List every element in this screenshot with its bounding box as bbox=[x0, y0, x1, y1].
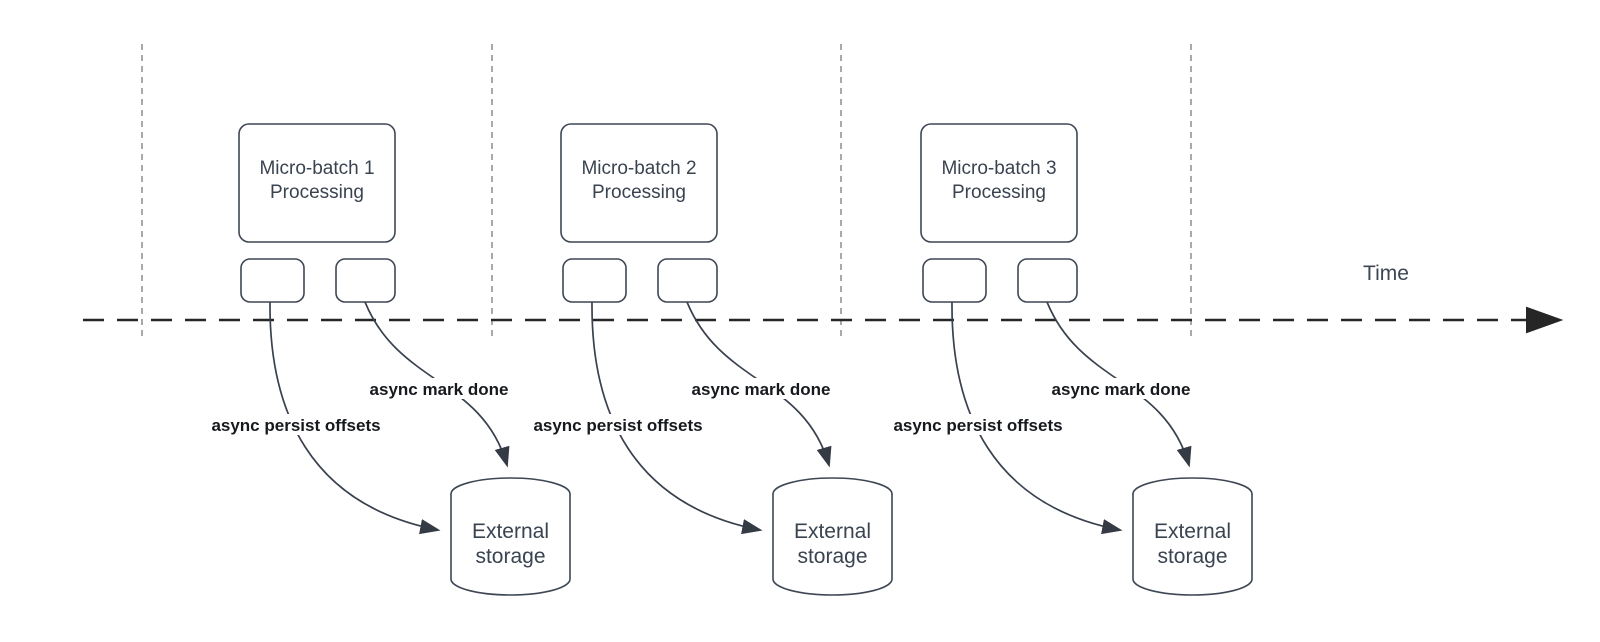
offset-task-box bbox=[562, 258, 627, 303]
mark-done-task-box bbox=[335, 258, 396, 303]
async-persist-offsets-label: async persist offsets bbox=[533, 416, 702, 435]
external-storage-label-line1: External bbox=[472, 520, 549, 543]
external-storage-label-line1: External bbox=[1154, 520, 1231, 543]
processing-box-title-line1: Micro-batch 3 bbox=[941, 158, 1056, 179]
processing-box-title-line2: Processing bbox=[270, 182, 364, 203]
external-storage-label-line1: External bbox=[794, 520, 871, 543]
mark-done-task-box bbox=[657, 258, 718, 303]
async-mark-done-label: async mark done bbox=[370, 380, 509, 399]
micro-batch-group-3: Micro-batch 3 Processing External storag… bbox=[883, 123, 1253, 596]
offset-task-box bbox=[240, 258, 305, 303]
mark-done-label-bg bbox=[1043, 378, 1199, 399]
offset-task-box bbox=[922, 258, 987, 303]
processing-box bbox=[920, 123, 1078, 243]
async-persist-offsets-label: async persist offsets bbox=[211, 416, 380, 435]
processing-box-title-line1: Micro-batch 2 bbox=[581, 158, 696, 179]
micro-batch-group-1: Micro-batch 1 Processing External storag… bbox=[201, 123, 571, 596]
mark-done-task-box bbox=[1017, 258, 1078, 303]
persist-label-bg bbox=[523, 414, 713, 435]
async-mark-done-label: async mark done bbox=[1052, 380, 1191, 399]
async-mark-done-label: async mark done bbox=[692, 380, 831, 399]
async-persist-offsets-arrow bbox=[951, 301, 1123, 535]
processing-box-title-line2: Processing bbox=[952, 182, 1046, 203]
external-storage-label-line2: storage bbox=[797, 545, 867, 568]
external-storage-label-line2: storage bbox=[475, 545, 545, 568]
persist-label-bg bbox=[201, 414, 391, 435]
processing-box bbox=[238, 123, 396, 243]
async-persist-offsets-label: async persist offsets bbox=[893, 416, 1062, 435]
external-storage-cylinder-body bbox=[772, 494, 893, 596]
time-axis-label: Time bbox=[1363, 262, 1409, 285]
async-persist-offsets-arrow bbox=[269, 301, 441, 535]
mark-done-label-bg bbox=[361, 378, 517, 399]
async-persist-offsets-arrow bbox=[591, 301, 763, 535]
mark-done-label-bg bbox=[683, 378, 839, 399]
micro-batch-group-2: Micro-batch 2 Processing External storag… bbox=[523, 123, 893, 596]
external-storage-cylinder-body bbox=[450, 494, 571, 596]
persist-label-bg bbox=[883, 414, 1073, 435]
external-storage-cylinder-body bbox=[1132, 494, 1253, 596]
processing-box-title-line1: Micro-batch 1 bbox=[259, 158, 374, 179]
external-storage-label-line2: storage bbox=[1157, 545, 1227, 568]
processing-box bbox=[560, 123, 718, 243]
processing-box-title-line2: Processing bbox=[592, 182, 686, 203]
